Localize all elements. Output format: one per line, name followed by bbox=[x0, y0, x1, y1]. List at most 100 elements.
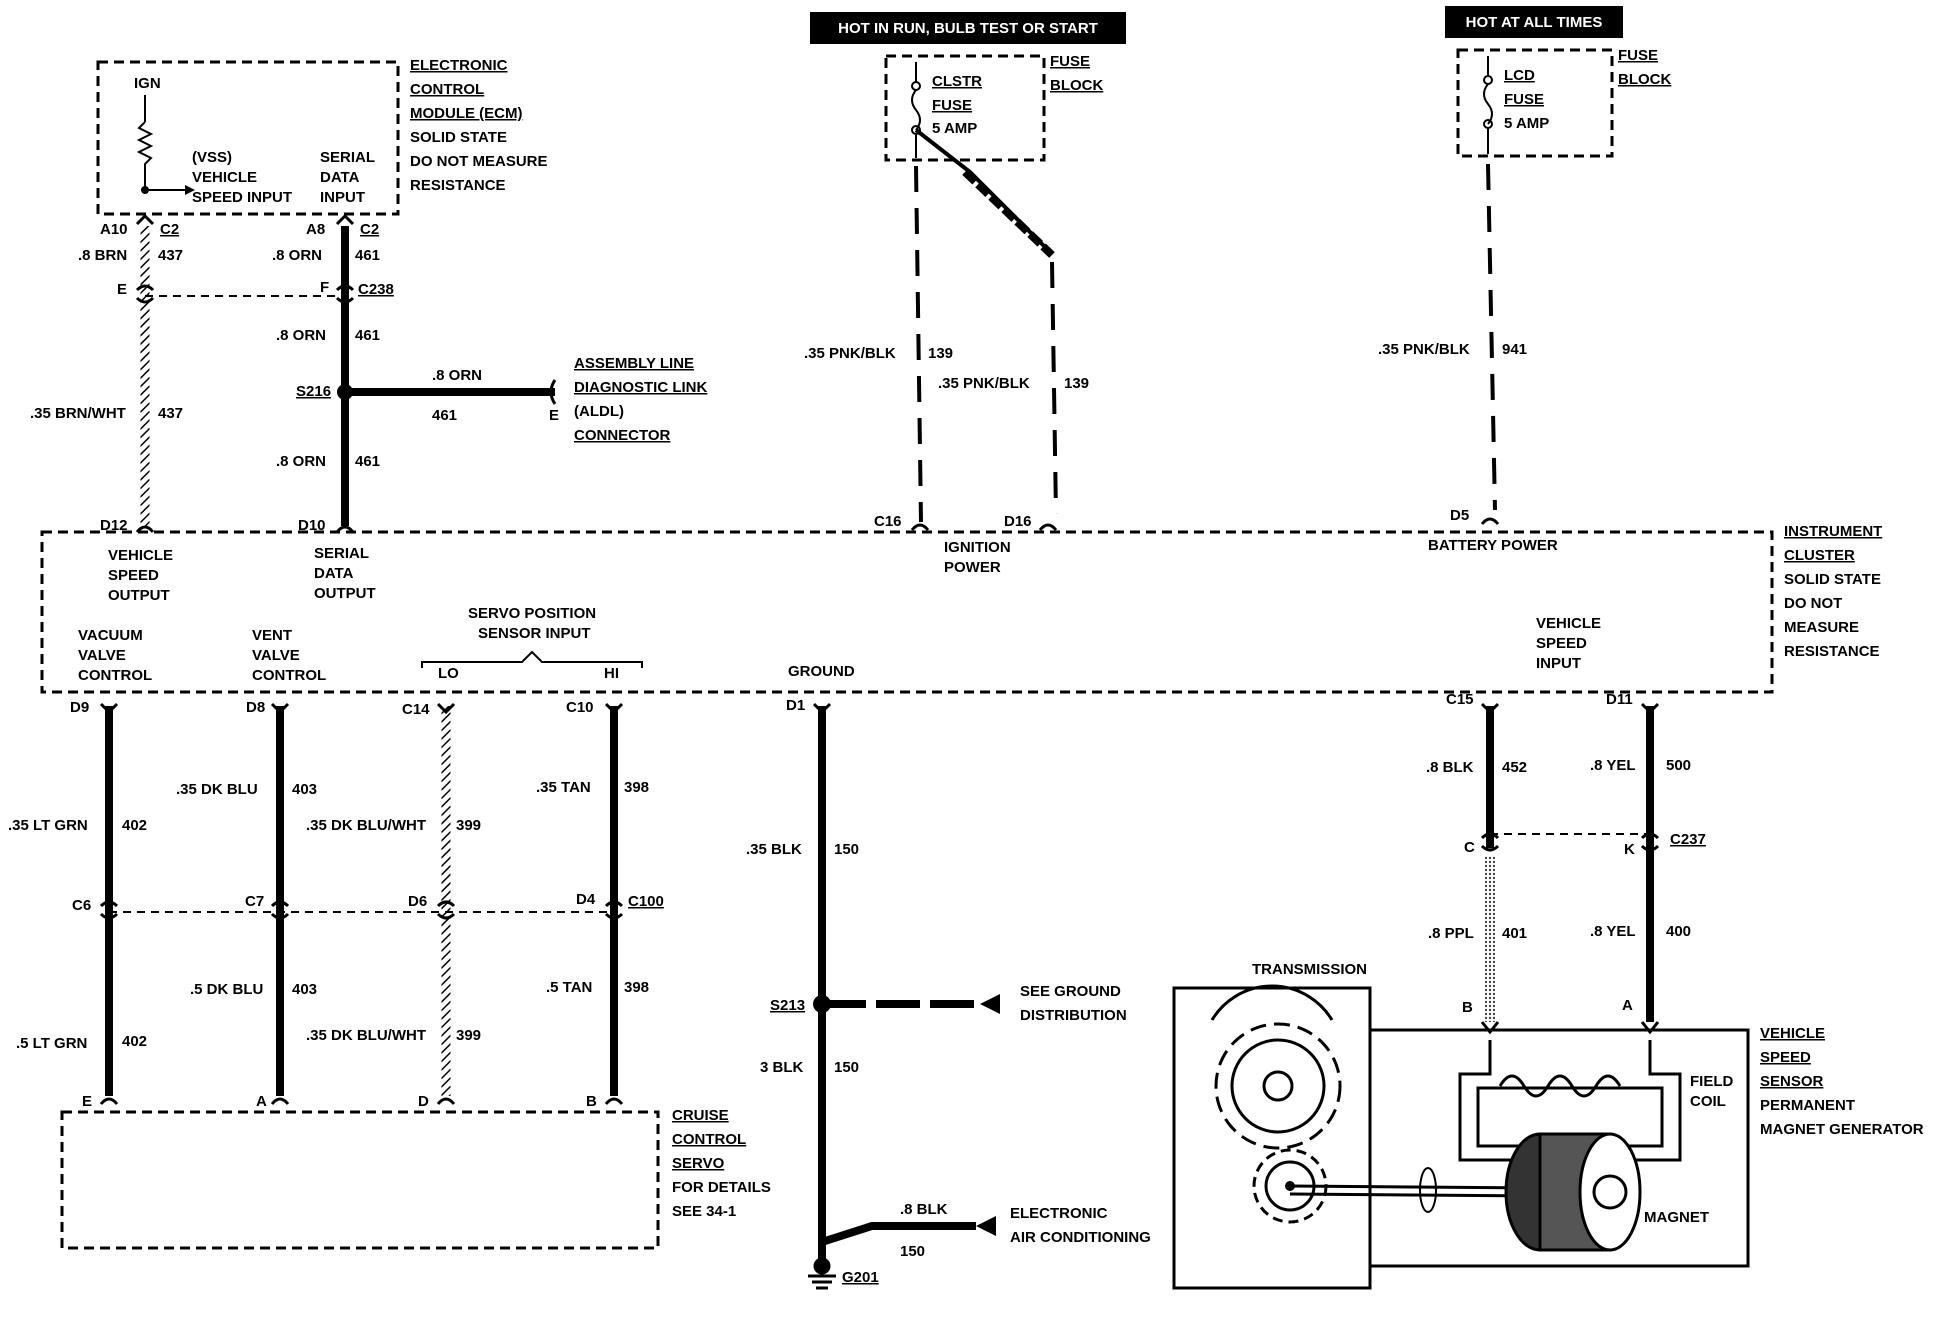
pin-d10: D10 bbox=[298, 517, 326, 534]
circuit-label: 941 bbox=[1502, 341, 1527, 358]
svg-text:IGNITION: IGNITION bbox=[944, 539, 1011, 556]
svg-text:(VSS): (VSS) bbox=[192, 149, 232, 166]
svg-text:RESISTANCE: RESISTANCE bbox=[410, 177, 506, 194]
svg-text:LCD: LCD bbox=[1504, 67, 1535, 84]
ground-distribution-label: SEE GROUND bbox=[1020, 983, 1121, 1000]
circuit-label: 139 bbox=[1064, 375, 1089, 392]
svg-text:IGN: IGN bbox=[134, 75, 161, 92]
circuit-label: 437 bbox=[158, 405, 183, 422]
eac-label: ELECTRONIC bbox=[1010, 1205, 1108, 1222]
ecm-module: ELECTRONIC CONTROL MODULE (ECM) SOLID ST… bbox=[96, 57, 548, 216]
pin-d12: D12 bbox=[100, 517, 128, 534]
splice-s216: S216 bbox=[296, 383, 331, 400]
wire-461 bbox=[337, 226, 557, 526]
pin-f1: F bbox=[320, 279, 329, 296]
svg-text:MEASURE: MEASURE bbox=[1784, 619, 1859, 636]
pin-k: K bbox=[1624, 841, 1635, 858]
svg-text:INSTRUMENT: INSTRUMENT bbox=[1784, 523, 1882, 540]
splice-s213: S213 bbox=[770, 997, 805, 1014]
svg-text:E: E bbox=[549, 407, 559, 424]
header-hot-in-run: HOT IN RUN, BULB TEST OR START bbox=[810, 12, 1126, 44]
svg-text:CRUISE: CRUISE bbox=[672, 1107, 729, 1124]
wire-label: .35 LT GRN bbox=[8, 817, 88, 834]
arrow-icon bbox=[976, 1216, 996, 1236]
circuit-label: 402 bbox=[122, 1033, 147, 1050]
connector-c237: C237 bbox=[1670, 831, 1706, 848]
svg-text:VEHICLE: VEHICLE bbox=[1760, 1025, 1825, 1042]
connector-c238: C238 bbox=[358, 281, 394, 298]
pin-d11: D11 bbox=[1606, 691, 1633, 708]
pin-b3: B bbox=[1462, 999, 1473, 1016]
circuit-label: 150 bbox=[834, 1059, 859, 1076]
svg-text:RESISTANCE: RESISTANCE bbox=[1784, 643, 1880, 660]
svg-text:HOT IN RUN, BULB TEST OR START: HOT IN RUN, BULB TEST OR START bbox=[838, 20, 1098, 37]
svg-text:CONTROL: CONTROL bbox=[410, 81, 484, 98]
svg-text:BLOCK: BLOCK bbox=[1618, 71, 1671, 88]
pin-d1: D1 bbox=[786, 697, 805, 714]
circuit-label: 399 bbox=[456, 817, 481, 834]
pin-c14: C14 bbox=[402, 701, 430, 718]
svg-text:OUTPUT: OUTPUT bbox=[314, 585, 376, 602]
svg-text:SPEED: SPEED bbox=[108, 567, 159, 584]
svg-text:CONTROL: CONTROL bbox=[252, 667, 326, 684]
circuit-label: 437 bbox=[158, 247, 183, 264]
connector-c100: C100 bbox=[628, 893, 664, 910]
svg-text:FUSE: FUSE bbox=[1618, 47, 1658, 64]
svg-text:POWER: POWER bbox=[944, 559, 1001, 576]
svg-text:HOT AT ALL TIMES: HOT AT ALL TIMES bbox=[1466, 14, 1603, 31]
wire-label: .8 YEL bbox=[1590, 757, 1636, 774]
wire-label: .8 BLK bbox=[900, 1201, 948, 1218]
pin-d5: D5 bbox=[1450, 507, 1469, 524]
ground-distribution-label: DISTRIBUTION bbox=[1020, 1007, 1127, 1024]
svg-text:PERMANENT: PERMANENT bbox=[1760, 1097, 1855, 1114]
wire-label: .35 PNK/BLK bbox=[804, 345, 896, 362]
header-hot-at-all-times: HOT AT ALL TIMES bbox=[1445, 6, 1623, 38]
circuit-label: 150 bbox=[900, 1243, 925, 1260]
pin-a10: A10 bbox=[100, 221, 128, 238]
cruise-control-servo: CRUISE CONTROL SERVO FOR DETAILS SEE 34-… bbox=[60, 1107, 771, 1250]
svg-text:DO NOT MEASURE: DO NOT MEASURE bbox=[410, 153, 548, 170]
wire-139 bbox=[914, 128, 1058, 523]
fuse-block-lcd: LCD FUSE 5 AMP FUSE BLOCK bbox=[1456, 47, 1671, 158]
svg-text:VACUUM: VACUUM bbox=[78, 627, 143, 644]
pin-c6: C6 bbox=[72, 897, 91, 914]
pin-a3: A bbox=[1622, 997, 1633, 1014]
eac-label: AIR CONDITIONING bbox=[1010, 1229, 1151, 1246]
ground-g201: G201 bbox=[842, 1269, 879, 1286]
svg-text:SOLID STATE: SOLID STATE bbox=[410, 129, 507, 146]
svg-text:SENSOR INPUT: SENSOR INPUT bbox=[478, 625, 591, 642]
pin-c15: C15 bbox=[1446, 691, 1474, 708]
wire-label: .5 DK BLU bbox=[190, 981, 263, 998]
svg-text:SERIAL: SERIAL bbox=[320, 149, 375, 166]
svg-text:VENT: VENT bbox=[252, 627, 292, 644]
wire-label: .8 PPL bbox=[1428, 925, 1474, 942]
circuit-label: 461 bbox=[355, 453, 380, 470]
wire-label: .8 BRN bbox=[78, 247, 127, 264]
svg-text:SERVO: SERVO bbox=[672, 1155, 725, 1172]
wire-label: .35 BLK bbox=[746, 841, 802, 858]
svg-text:GROUND: GROUND bbox=[788, 663, 855, 680]
svg-text:LO: LO bbox=[438, 665, 459, 682]
svg-text:DATA: DATA bbox=[320, 169, 360, 186]
ground-icon bbox=[808, 1257, 836, 1290]
lower-wires bbox=[105, 706, 1654, 1260]
wire-label: .5 TAN bbox=[546, 979, 592, 996]
svg-text:TRANSMISSION: TRANSMISSION bbox=[1252, 961, 1367, 978]
pin-e2: E bbox=[82, 1093, 92, 1110]
circuit-label: 401 bbox=[1502, 925, 1527, 942]
svg-text:VALVE: VALVE bbox=[78, 647, 126, 664]
wire-label: .35 PNK/BLK bbox=[938, 375, 1030, 392]
wire-941 bbox=[1486, 163, 1497, 511]
circuit-label: 398 bbox=[624, 779, 649, 796]
svg-text:INPUT: INPUT bbox=[320, 189, 365, 206]
wire-label: .8 ORN bbox=[276, 453, 326, 470]
svg-text:(ALDL): (ALDL) bbox=[574, 403, 624, 420]
svg-text:MAGNET: MAGNET bbox=[1644, 1209, 1709, 1226]
svg-text:5 AMP: 5 AMP bbox=[1504, 115, 1549, 132]
fuse-block-clstr: CLSTR FUSE 5 AMP FUSE BLOCK bbox=[884, 53, 1103, 162]
svg-text:SPEED: SPEED bbox=[1760, 1049, 1811, 1066]
wire-label: .8 ORN bbox=[272, 247, 322, 264]
svg-text:COIL: COIL bbox=[1690, 1093, 1726, 1110]
aldl-connector: .8 ORN 461 E ASSEMBLY LINE DIAGNOSTIC LI… bbox=[432, 355, 707, 444]
gear-icon bbox=[1214, 1022, 1342, 1150]
